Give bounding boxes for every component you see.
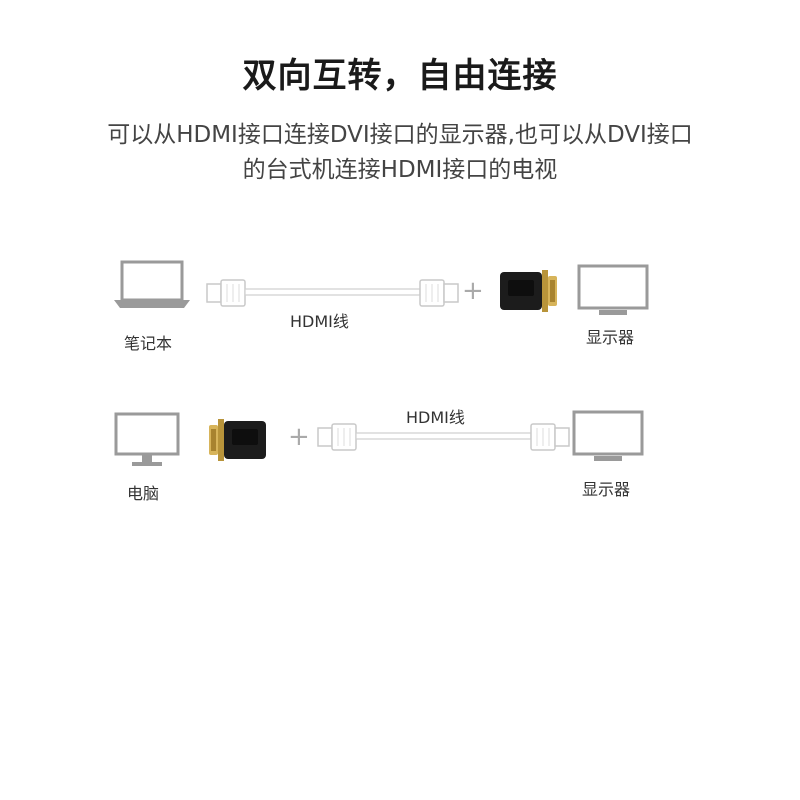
subtitle-line-2: 的台式机连接HDMI接口的电视: [0, 150, 800, 184]
hdmi-cable-icon-2: [316, 420, 571, 454]
monitor-icon-2: [572, 410, 644, 464]
hdmi-cable-icon: [205, 276, 460, 310]
monitor-label: 显示器: [586, 324, 634, 348]
dvi-hdmi-adapter-icon: [206, 415, 268, 465]
hdmi-dvi-adapter-icon: [498, 266, 560, 316]
laptop-label: 笔记本: [124, 330, 172, 354]
plus-sign: +: [462, 276, 484, 306]
hdmi-cable-label: HDMI线: [290, 308, 349, 332]
subtitle-line-1: 可以从HDMI接口连接DVI接口的显示器,也可以从DVI接口: [0, 115, 800, 149]
monitor-icon: [577, 264, 649, 318]
desktop-computer-icon: [114, 412, 180, 468]
page-title: 双向互转，自由连接: [0, 48, 800, 97]
computer-label: 电脑: [127, 480, 159, 504]
plus-sign-2: +: [288, 422, 310, 452]
monitor-label-2: 显示器: [582, 476, 630, 500]
laptop-icon: [112, 260, 192, 310]
